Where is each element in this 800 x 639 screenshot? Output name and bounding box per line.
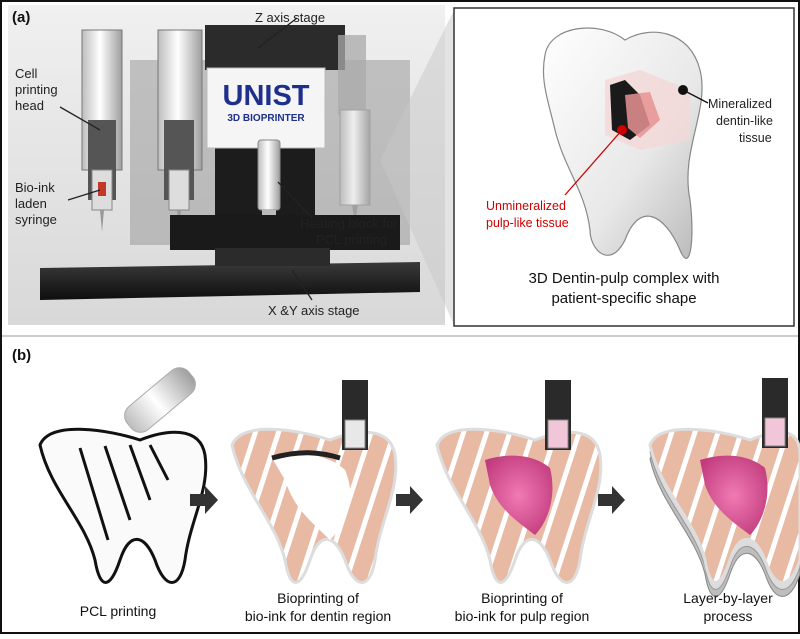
label-cell-printing-1: Cell	[15, 66, 38, 81]
step-1-caption-line1: PCL printing	[80, 603, 157, 619]
bioprinter-model-label: 3D BIOPRINTER	[227, 113, 305, 124]
z-axis-stage	[205, 25, 345, 70]
label-xy-axis-stage: X &Y axis stage	[268, 303, 360, 318]
panel-a-tooth-box: Mineralized dentin-like tissue Unmineral…	[454, 8, 794, 326]
label-cell-printing-3: head	[15, 98, 44, 113]
label-heating-1: Heating block for	[300, 216, 398, 231]
unist-logo: UNIST	[223, 80, 310, 112]
step-3-caption-line1: Bioprinting of	[481, 590, 563, 606]
panel-b-letter: (b)	[12, 347, 31, 364]
step-4-caption-line1: Layer-by-layer	[683, 590, 773, 606]
step-2-caption-line1: Bioprinting of	[277, 590, 359, 606]
label-mineralized-2: dentin-like	[716, 114, 773, 128]
step-2-caption-line2: bio-ink for dentin region	[245, 608, 391, 624]
print-head-right	[338, 35, 370, 222]
label-cell-printing-2: printing	[15, 82, 58, 97]
step-4-caption-line2: process	[703, 608, 752, 624]
label-heating-2: PCL printing	[316, 232, 387, 247]
step-3-caption-line2: bio-ink for pulp region	[455, 608, 590, 624]
label-mineralized-1: Mineralized	[708, 97, 772, 111]
panel-a: (a) UNIST 3D BIOPRINTER	[8, 5, 454, 325]
label-bioink-2: laden	[15, 196, 47, 211]
panel-a-letter: (a)	[12, 9, 30, 26]
label-bioink-1: Bio-ink	[15, 180, 55, 195]
label-unmineralized-2: pulp-like tissue	[486, 216, 569, 230]
tooth-caption-2: patient-specific shape	[551, 290, 696, 307]
label-bioink-3: syringe	[15, 212, 57, 227]
label-unmineralized-1: Unmineralized	[486, 199, 566, 213]
label-z-axis-stage: Z axis stage	[255, 10, 325, 25]
tooth-caption-1: 3D Dentin-pulp complex with	[529, 270, 720, 287]
label-mineralized-3: tissue	[739, 131, 772, 145]
